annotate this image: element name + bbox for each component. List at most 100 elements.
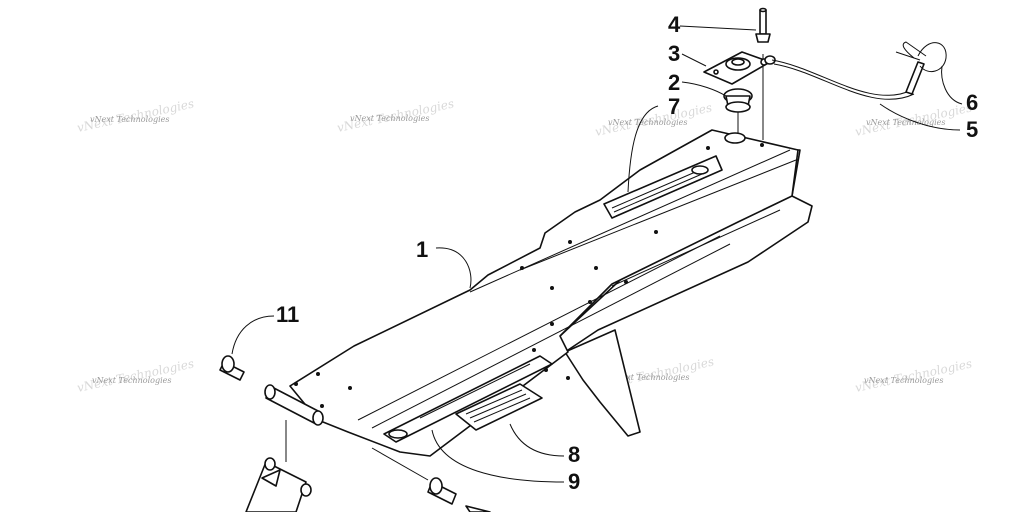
watermark: vNext Technologies [92,376,171,385]
leader-11 [231,315,275,355]
hitch-clip [895,41,947,73]
plate-dot [294,382,298,386]
bushing-bottom-flange [429,477,443,495]
plate-flange [564,329,641,437]
leader-5 [879,103,961,131]
cable-eye [764,55,776,65]
callout-7: 7 [668,94,680,119]
pin-tip [759,7,767,13]
decal-text-line [613,173,703,213]
main-plate [289,129,813,457]
callout-labels: 1 2 3 4 5 6 7 8 9 11 [276,12,978,494]
plate-dot [550,286,554,290]
plate-dot [544,368,548,372]
info-decal-body [455,383,543,431]
info-decal-line [469,393,527,419]
callout-2: 2 [668,70,680,95]
clip-arm [902,41,927,59]
leader-3 [681,53,707,67]
leader-1 [435,247,472,289]
watermark: vNext Technologies [608,118,687,127]
mount-hole [713,69,719,75]
bracket-body [245,461,307,512]
callout-8: 8 [568,442,580,467]
grommet [723,88,753,134]
leader-6 [941,65,963,105]
strip-logo [388,429,408,439]
leader-2 [681,81,727,97]
plate-dot [566,376,570,380]
strip-text-line [419,363,531,419]
callout-5: 5 [966,117,978,142]
info-decal-line [473,397,531,423]
leader-9 [431,429,565,483]
shaft-end [264,384,276,400]
plate-dot [320,404,324,408]
bushing-flange [221,355,235,373]
mount-boss-hole [731,58,745,66]
plate-dot [588,300,592,304]
clip-pin [895,51,921,61]
info-decal-line [465,389,523,415]
callout-11: 11 [276,302,299,327]
label-strip [383,355,553,443]
plate-dot [654,230,658,234]
warning-decal [603,155,723,219]
leader-7 [627,105,659,193]
watermark: vNext Technologies [864,376,943,385]
plate-top-surface [289,129,799,457]
bracket [245,420,312,512]
plate-rib [519,159,797,271]
info-decal [455,383,543,431]
plate-dot [624,280,628,284]
tether-cable [764,55,925,100]
hinge-shaft [264,384,324,426]
plate-rib [371,243,731,429]
decal-text-line [615,177,705,217]
pin-shaft [759,9,767,35]
watermark: vNext Technologies [610,373,689,382]
plate-dot [594,266,598,270]
decal-logo [691,165,709,175]
cable-wire [771,59,913,96]
callout-3: 3 [668,41,680,66]
clip-loop [917,42,947,73]
cable-sleeve [905,61,925,95]
cable-wire [773,63,915,100]
pin-head [755,33,771,43]
watermark: vNext Technologies [350,114,429,123]
bushing-bottom [371,447,491,512]
plate-dot [316,372,320,376]
pin [755,7,771,140]
callout-6: 6 [966,90,978,115]
bushing-left [219,355,245,381]
plate-dot [348,386,352,390]
callout-9: 9 [568,469,580,494]
bracket-bolt [300,483,312,497]
bracket-slot [261,469,281,487]
plate-dot [532,348,536,352]
plate-dot [760,143,764,147]
leader-8 [509,423,565,457]
strip-body [383,355,553,443]
grommet-bottom [725,101,751,113]
callout-4: 4 [668,12,681,37]
plate-rib [611,209,781,287]
decal-text-line [611,169,701,209]
plate-hole [724,132,746,144]
plate-dot [706,146,710,150]
watermark: vNext Technologies [90,115,169,124]
plate-dot [568,240,572,244]
mount-bracket [703,51,771,85]
leader-4 [679,25,757,31]
watermark: vNext Technologies [866,118,945,127]
bushing-bottom-leader [371,447,429,481]
shaft-end [312,410,324,426]
plate-dot [550,322,554,326]
bushing-bottom-tail [465,505,491,512]
callout-1: 1 [416,237,428,262]
plate-rib [357,235,721,421]
bracket-bolt [264,457,276,471]
leaders [231,25,963,483]
